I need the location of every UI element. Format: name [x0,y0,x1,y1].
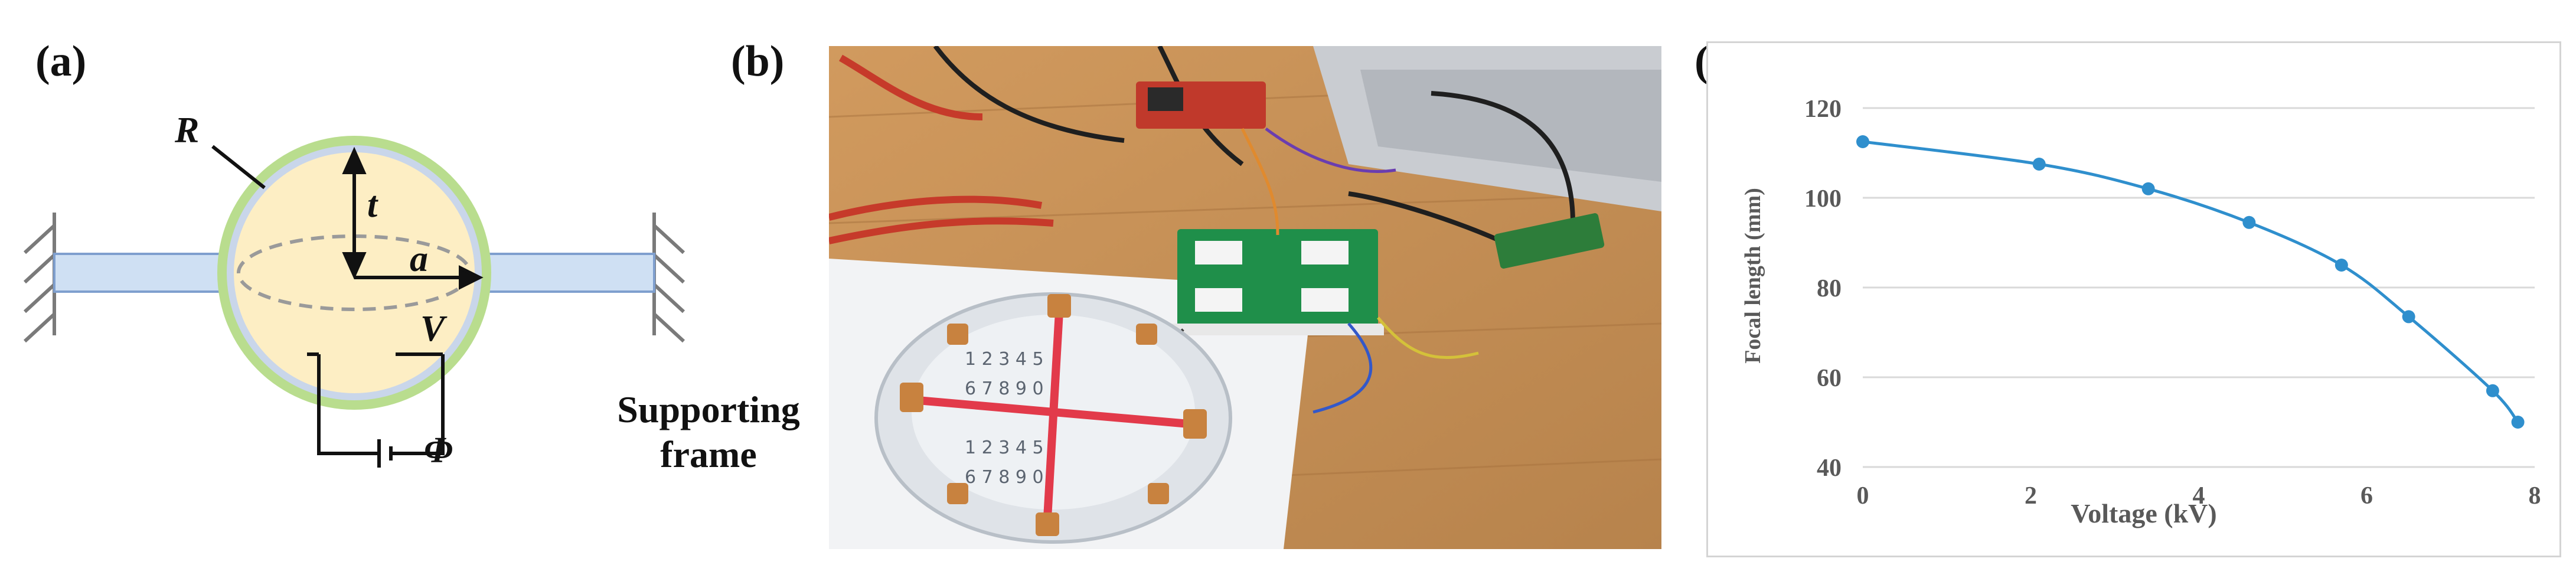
r-leader-line [211,145,266,190]
x-tick-label: 6 [2360,482,2373,510]
focal-length-chart: 40 60 80 100 120 0 2 4 6 8 Voltage (kV) Focal le… [1706,41,2561,557]
panel-b-label: (b) [731,37,785,86]
x-tick-label: 4 [2193,482,2205,510]
y-axis-label: Focal length (mm) [1741,188,1765,364]
y-tick-label: 40 [1817,455,1842,482]
y-tick-label: 60 [1817,365,1842,392]
data-point [2242,215,2256,229]
copper-tabs [900,294,1207,536]
left-wall [23,213,56,343]
symbol-v: V [420,309,445,349]
series-line [1862,140,2519,423]
gridlines [1863,107,2535,468]
supporting-frame-label: Supporting frame [602,387,815,476]
experimental-setup-photo: 1 2 3 4 5 6 7 8 9 0 1 2 3 4 5 6 7 8 9 0 [829,46,1661,549]
svg-text:1 2 3 4 5: 1 2 3 4 5 [965,349,1044,370]
data-point [2141,182,2155,195]
relays [1195,241,1349,312]
data-point [1856,135,1869,148]
x-tick-label: 2 [2025,482,2037,510]
voltage-circuit [307,352,445,468]
y-tick-labels: 40 60 80 100 120 [1804,96,1842,482]
digit-grid: 1 2 3 4 5 6 7 8 9 0 1 2 3 4 5 6 7 8 9 0 [965,349,1044,488]
supporting-frame-line-2: frame [660,433,757,475]
data-point [2402,310,2415,324]
data-point [2335,259,2348,272]
y-tick-label: 120 [1804,96,1842,123]
symbol-phi: Φ [424,430,453,471]
right-wall [652,213,685,343]
data-points [1856,135,2525,429]
right-arm [476,253,655,293]
data-point [2032,158,2046,171]
thickness-arrow [342,146,367,280]
photo-illustration: 1 2 3 4 5 6 7 8 9 0 1 2 3 4 5 6 7 8 9 0 [829,46,1661,549]
svg-text:6 7 8 9 0: 6 7 8 9 0 [965,378,1044,399]
electrode-cross [917,311,1190,519]
sensor-board [1494,213,1605,269]
data-point [2511,416,2525,429]
symbol-t: t [367,185,378,225]
x-tick-label: 8 [2529,482,2541,510]
lens-device: 1 2 3 4 5 6 7 8 9 0 1 2 3 4 5 6 7 8 9 0 [874,292,1232,544]
symbol-a: a [410,239,428,279]
supporting-frame-line-1: Supporting [617,388,800,430]
svg-text:6 7 8 9 0: 6 7 8 9 0 [965,467,1044,488]
svg-text:1 2 3 4 5: 1 2 3 4 5 [965,437,1044,458]
red-cables [829,54,1054,244]
radius-arrow [354,265,484,290]
y-tick-label: 80 [1817,275,1842,302]
chart-svg: 40 60 80 100 120 0 2 4 6 8 Voltage (kV) Focal le… [1741,96,2541,528]
data-point [2486,384,2499,397]
y-tick-label: 100 [1804,185,1842,213]
panel-a-label: (a) [35,37,87,86]
x-axis-label: Voltage (kV) [2071,498,2216,528]
left-arm [53,253,233,293]
symbol-r: R [175,110,200,151]
x-tick-labels: 0 2 4 6 8 [1857,482,2541,510]
x-tick-label: 0 [1857,482,1869,510]
panel-a-diagram [23,136,685,468]
